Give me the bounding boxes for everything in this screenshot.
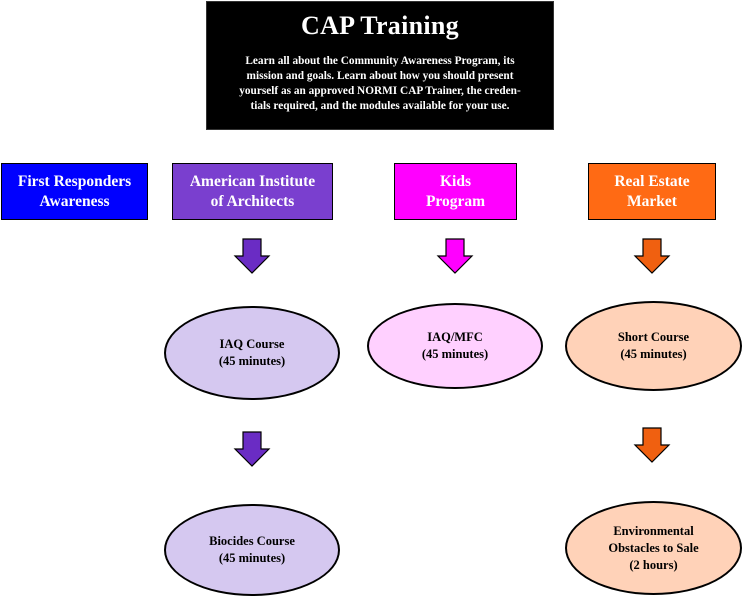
desc-line: tials required, and the modules availabl… <box>250 100 510 112</box>
desc-line: Learn all about the Community Awareness … <box>245 55 515 67</box>
course-label: Obstacles to Sale <box>608 540 699 555</box>
program-kids[interactable]: Kids Program <box>394 163 517 220</box>
program-label: Program <box>425 192 486 210</box>
desc-line: yourself as an approved NORMI CAP Traine… <box>239 85 521 97</box>
course-short[interactable]: Short Course (45 minutes) <box>565 301 742 391</box>
course-label: Short Course <box>617 330 690 344</box>
page-title: CAP Training <box>301 11 459 40</box>
cap-training-header: CAP Training Learn all about the Communi… <box>206 1 554 130</box>
down-arrow-icon <box>233 238 271 274</box>
program-label: of Architects <box>210 192 295 210</box>
program-american-institute-of-architects[interactable]: American Institute of Architects <box>172 163 333 220</box>
down-arrow-icon <box>436 238 474 274</box>
course-environmental-obstacles[interactable]: Environmental Obstacles to Sale (2 hours… <box>565 501 742 595</box>
program-label: Market <box>627 192 677 210</box>
course-label: Environmental <box>613 523 694 538</box>
course-label: (45 minutes) <box>218 354 286 368</box>
program-real-estate-market[interactable]: Real Estate Market <box>588 163 716 220</box>
course-label: (45 minutes) <box>218 551 286 565</box>
down-arrow-icon <box>633 238 671 274</box>
course-label: Biocides Course <box>209 534 295 548</box>
down-arrow-icon <box>233 431 271 467</box>
down-arrow-icon <box>633 427 671 463</box>
program-label: Awareness <box>39 192 110 210</box>
program-label: American Institute <box>189 172 316 190</box>
course-iaq-mfc[interactable]: IAQ/MFC (45 minutes) <box>367 303 543 389</box>
course-label: (45 minutes) <box>421 347 489 361</box>
course-iaq[interactable]: IAQ Course (45 minutes) <box>164 306 340 400</box>
course-label: (2 hours) <box>629 557 678 572</box>
course-biocides[interactable]: Biocides Course (45 minutes) <box>164 504 340 596</box>
course-label: (45 minutes) <box>620 347 687 361</box>
program-label: First Responders <box>17 172 132 190</box>
program-label: Kids <box>439 172 471 190</box>
course-label: IAQ/MFC <box>427 330 483 344</box>
desc-line: mission and goals. Learn about how you s… <box>246 70 514 82</box>
program-first-responders[interactable]: First Responders Awareness <box>1 163 148 220</box>
course-label: IAQ Course <box>219 337 285 351</box>
program-label: Real Estate <box>614 172 690 190</box>
header-description: Learn all about the Community Awareness … <box>223 54 537 114</box>
